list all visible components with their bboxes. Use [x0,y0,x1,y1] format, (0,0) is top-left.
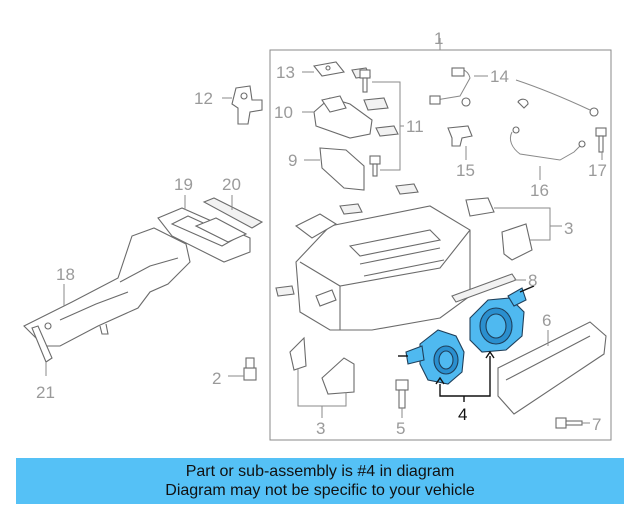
banner-line-1: Part or sub-assembly is #4 in diagram [185,463,455,480]
banner-line-2: Diagram may not be specific to your vehi… [165,482,475,499]
part-20-strip [202,197,264,229]
part-21-rod [31,325,53,363]
callout-13: 13 [276,63,295,82]
callout-6: 6 [542,311,551,330]
callout-5: 5 [396,419,405,438]
info-banner: Part or sub-assembly is #4 in diagram Di… [16,458,624,504]
part-5-bolt [395,379,409,409]
callout-15: 15 [456,161,475,180]
part-3-bracket-bottom [289,336,355,395]
part-9-bracket [319,147,365,191]
part-3-bracket-right [465,197,533,261]
callout-1: 1 [434,29,443,48]
callout-14: 14 [490,67,509,86]
callout-3-right: 3 [564,219,573,238]
part-12-bracket [231,85,263,125]
callout-10: 10 [274,103,293,122]
part-14-harness [429,67,471,107]
part-1-main-unit [294,205,471,331]
part-2-nut [243,357,257,381]
callout-20: 20 [222,175,241,194]
callout-8: 8 [528,271,537,290]
part-10-pad [363,97,399,137]
part-6-cover [497,321,607,415]
part-4-highlighted-assembly[interactable] [398,285,535,385]
part-10-tray [313,95,373,139]
part-18-duct-assembly [23,227,191,347]
callout-3-bottom: 3 [316,419,325,438]
callout-7: 7 [592,415,601,434]
part-16-cable [509,126,586,161]
callout-17: 17 [588,161,607,180]
callout-11: 11 [406,117,424,136]
callout-2: 2 [212,369,221,388]
part-11-bolt-top [359,69,371,93]
callout-4: 4 [458,405,467,424]
callout-9: 9 [288,151,297,170]
part-cable-top [515,79,599,117]
callout-21: 21 [36,383,55,402]
callout-18: 18 [56,265,75,284]
part-19-duct [157,207,251,263]
part-13-plate [312,61,346,77]
part-7-bolt [555,417,583,429]
part-11-bolt-bottom [369,155,381,177]
callout-12: 12 [194,89,213,108]
part-17-bolt [595,127,607,153]
parts-diagram: 1 12 13 10 11 9 14 15 16 17 19 20 3 18 8… [23,29,612,441]
callout-19: 19 [174,175,193,194]
callout-16: 16 [530,181,549,200]
part-15-clip [447,125,473,147]
